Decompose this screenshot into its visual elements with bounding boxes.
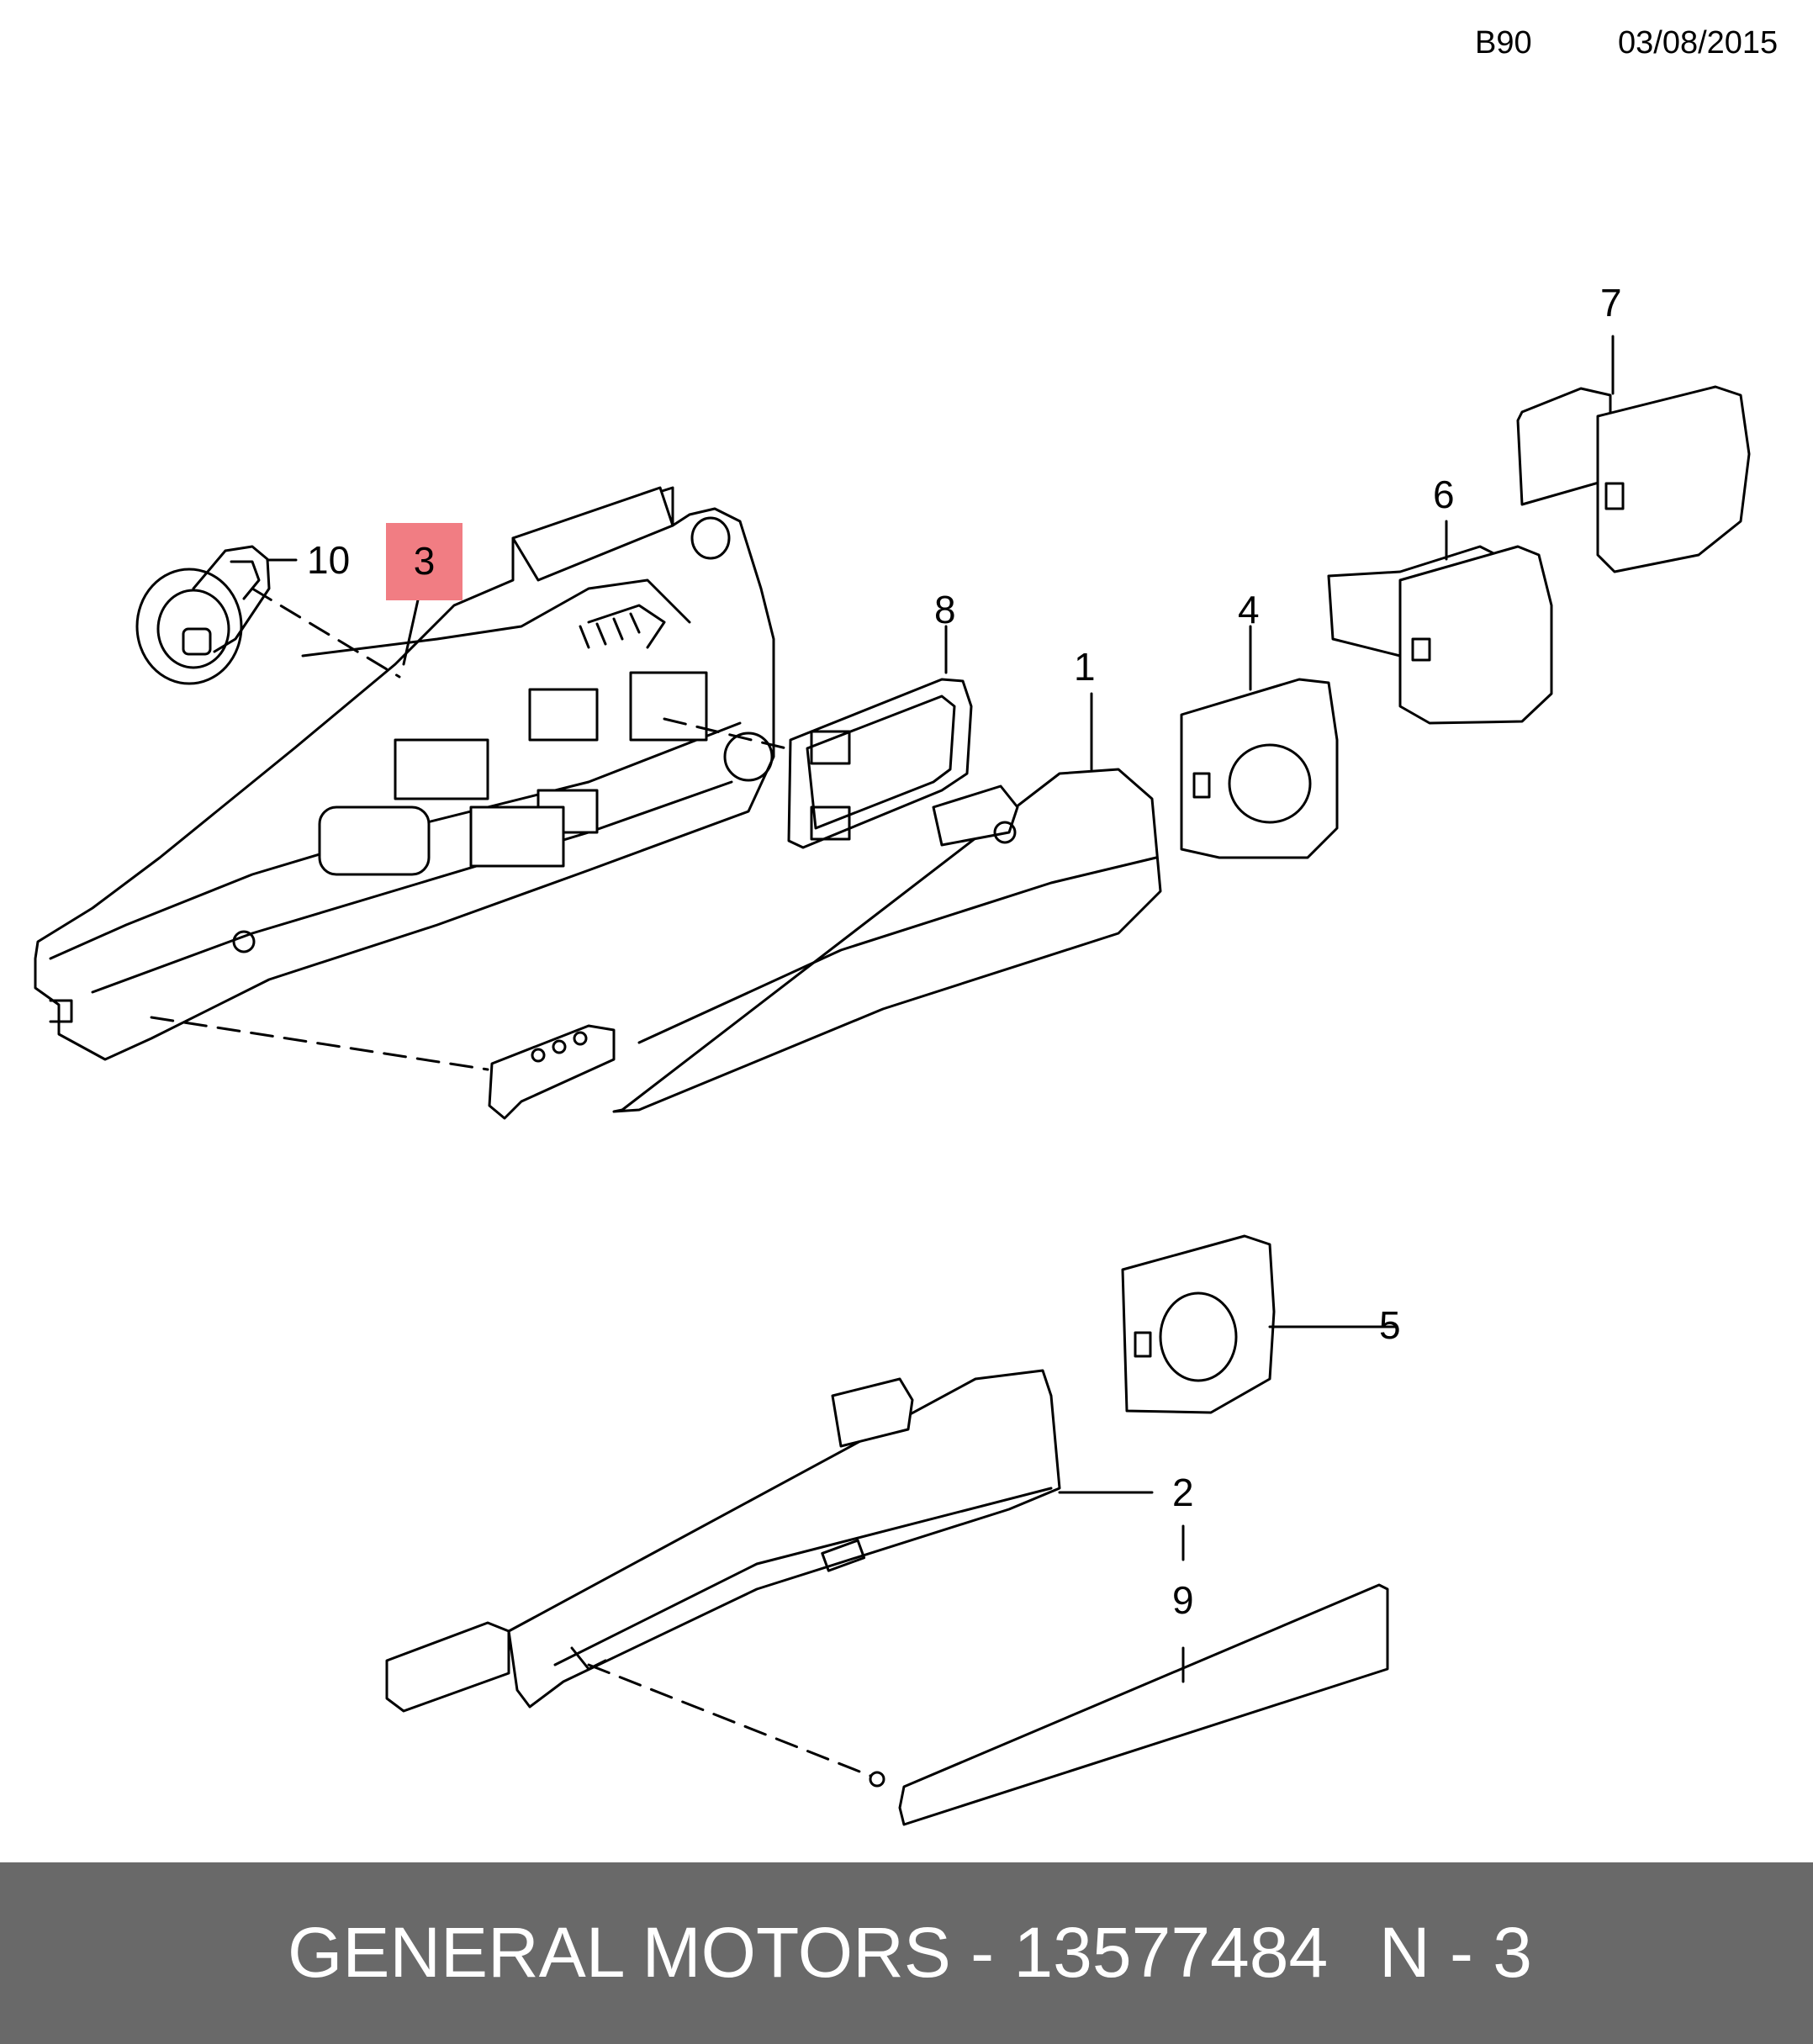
callout-8: 8 — [934, 588, 956, 631]
callout-2: 2 — [1172, 1471, 1194, 1514]
callout-6: 6 — [1433, 473, 1455, 516]
footer-bar: GENERAL MOTORS - 13577484 N - 3 — [0, 1862, 1813, 2044]
part-2-outer-handle — [385, 1369, 1185, 1713]
callout-1: 1 — [1074, 645, 1096, 689]
footer-ref-code: N - 3 — [1379, 1913, 1533, 1992]
callout-7: 7 — [1600, 281, 1622, 325]
part-7-lock-cylinder — [1516, 335, 1751, 573]
footer-part-text: GENERAL MOTORS - 13577484 — [288, 1913, 1329, 1992]
part-4-lock-cover — [1180, 625, 1339, 859]
part-10-clip — [135, 545, 298, 685]
part-6-lock-cylinder — [1327, 520, 1553, 725]
diagram-code: B90 — [1475, 25, 1532, 61]
callout-5: 5 — [1379, 1303, 1401, 1347]
part-3-handle-carrier — [34, 486, 775, 1061]
part-5-lock-cover — [1121, 1234, 1398, 1414]
part-9-trim-strip — [587, 1583, 1389, 1826]
callout-3-label: 3 — [413, 539, 436, 583]
part-8-gasket — [663, 625, 973, 849]
part-1-outer-handle — [150, 692, 1162, 1120]
callout-9: 9 — [1172, 1578, 1194, 1622]
highlighted-callout-3: 3 — [386, 523, 462, 600]
callout-4: 4 — [1238, 588, 1260, 631]
diagram-date: 03/08/2015 — [1618, 25, 1779, 61]
callout-10: 10 — [307, 538, 351, 582]
